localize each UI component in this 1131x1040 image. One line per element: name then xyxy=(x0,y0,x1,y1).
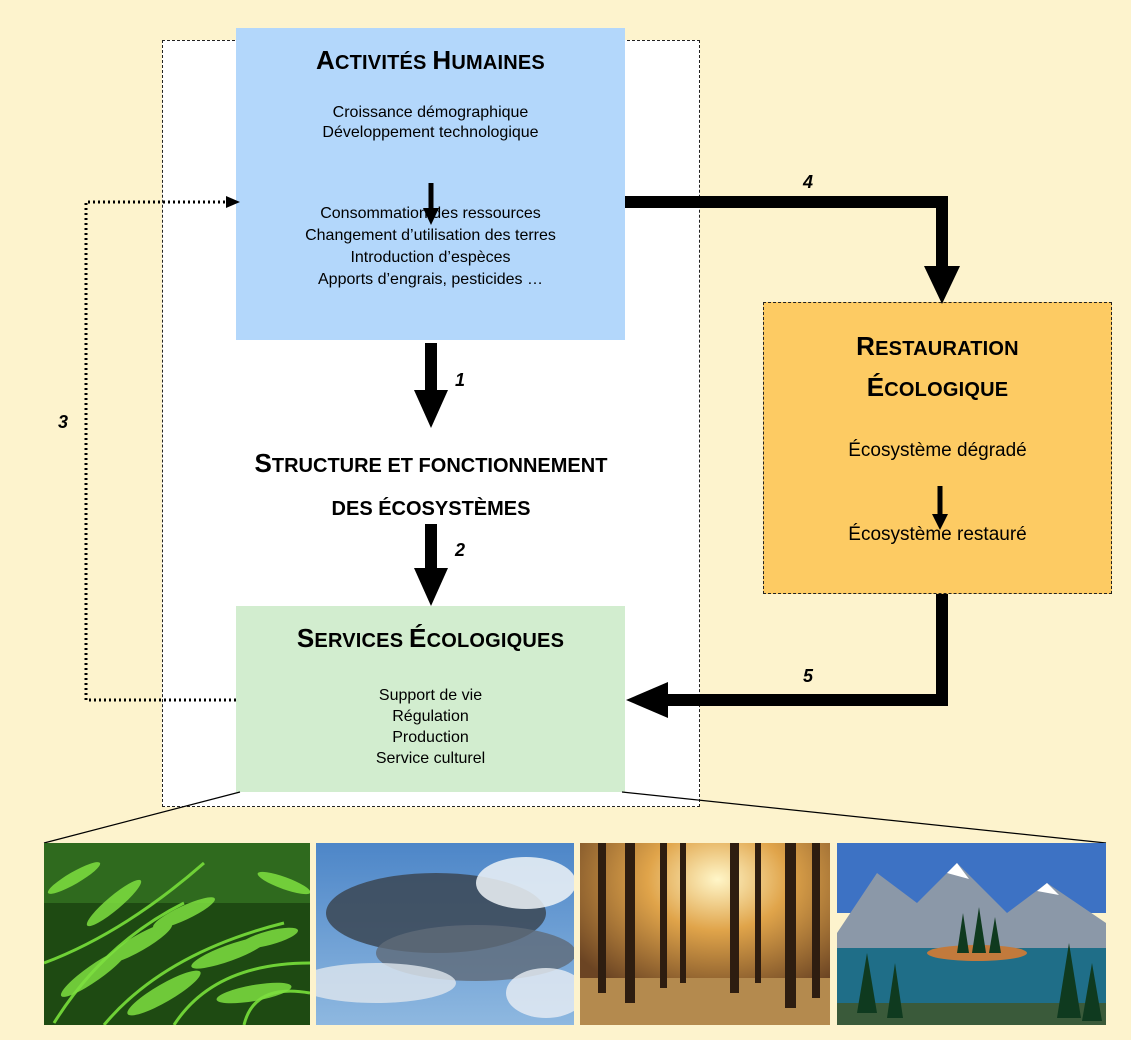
forest-photo xyxy=(580,843,830,1025)
arrow-label-1: 1 xyxy=(455,370,466,390)
arrow-3-feedback xyxy=(84,196,240,702)
ecosystem-structure-title: STRUCTURE ET FONCTIONNEMENT DES ÉCOSYSTÈ… xyxy=(162,443,700,529)
lake-photo xyxy=(837,843,1106,1025)
human-activities-title: ACTIVITÉS HUMAINES xyxy=(316,45,545,75)
pressure-item: Apports d’engrais, pesticides … xyxy=(318,271,543,288)
zoom-line-left xyxy=(43,791,241,844)
arrow-2 xyxy=(414,524,448,606)
services-list: Support de vie Régulation Production Ser… xyxy=(236,685,625,769)
arrow-4 xyxy=(625,196,960,304)
ecosystem-title-line2: DES ÉCOSYSTÈMES xyxy=(331,498,531,520)
service-item: Régulation xyxy=(392,708,469,725)
arrow-label-5: 5 xyxy=(803,666,814,686)
fern-photo xyxy=(44,843,310,1025)
arrow-label-3: 3 xyxy=(58,412,69,432)
ecological-restoration-box: RESTAURATION ÉCOLOGIQUE Écosystème dégra… xyxy=(763,302,1112,594)
service-item: Support de vie xyxy=(378,687,483,704)
driver-item: Croissance démographique xyxy=(332,104,529,121)
sky-photo xyxy=(316,843,574,1025)
service-item: Production xyxy=(392,729,469,746)
drivers-list: Croissance démographique Développement t… xyxy=(236,103,625,143)
service-item: Service culturel xyxy=(375,750,486,767)
pressure-item: Introduction d’espèces xyxy=(350,249,511,266)
degraded-ecosystem-label: Écosystème dégradé xyxy=(848,440,1027,461)
driver-item: Développement technologique xyxy=(322,124,539,141)
ecosystem-title-line1: STRUCTURE ET FONCTIONNEMENT xyxy=(254,448,608,478)
arrow-label-4: 4 xyxy=(803,172,814,192)
restored-ecosystem-label: Écosystème restauré xyxy=(848,524,1027,545)
restoration-title: RESTAURATION ÉCOLOGIQUE xyxy=(856,331,1019,402)
small-arrow-restoration xyxy=(932,486,948,530)
ecological-services-box: SERVICES ÉCOLOGIQUES Support de vie Régu… xyxy=(236,606,625,792)
arrow-5 xyxy=(626,594,948,718)
pressure-item: Changement d’utilisation des terres xyxy=(305,227,556,244)
arrow-label-2: 2 xyxy=(455,540,466,560)
zoom-line-right xyxy=(621,791,1107,844)
arrow-1 xyxy=(414,343,448,428)
small-arrow-drivers xyxy=(423,183,439,225)
ecological-services-title: SERVICES ÉCOLOGIQUES xyxy=(296,623,565,653)
